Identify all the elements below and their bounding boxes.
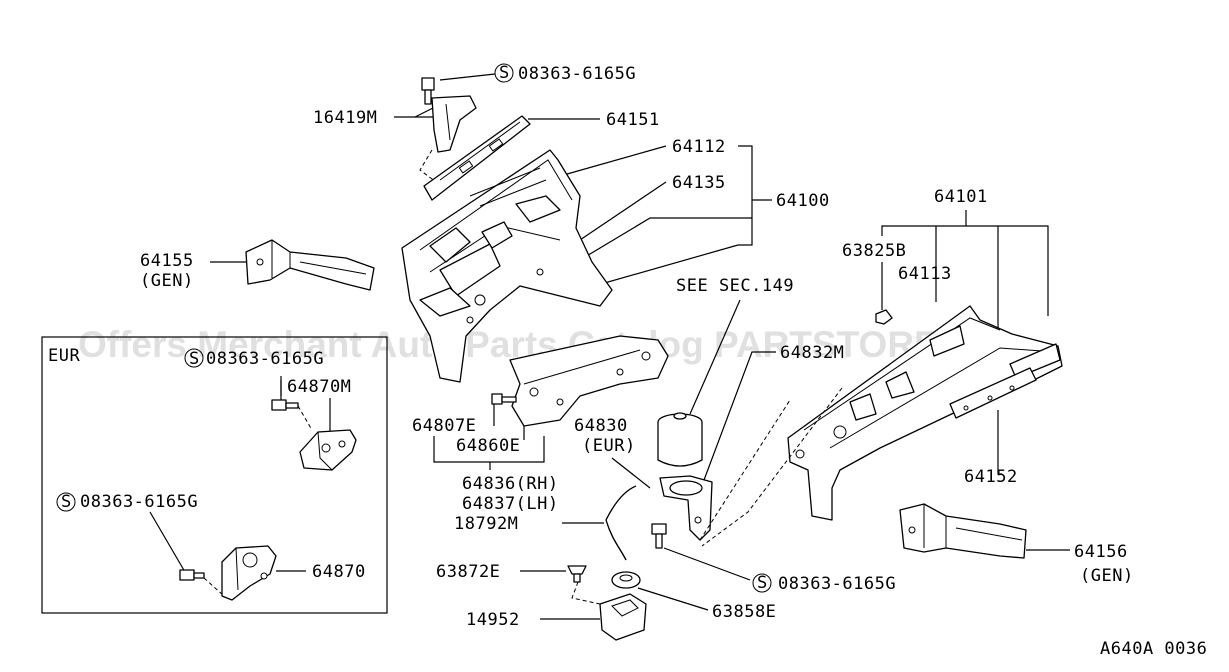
- inset-label: EUR: [48, 346, 80, 366]
- screw-symbol-letter: S: [499, 63, 510, 83]
- leader-line: [689, 299, 741, 415]
- bolt-part-icon: [651, 523, 667, 549]
- screw-symbol-letter: S: [757, 573, 768, 593]
- callout-64860e: 64860E: [456, 436, 520, 456]
- side-member-64101-icon: [787, 305, 1063, 521]
- callout-see-sec-149: SEE SEC.149: [676, 276, 794, 296]
- member-64155-icon: [245, 239, 375, 291]
- screw-symbol-icon: [494, 63, 514, 83]
- leader-line: [997, 410, 1002, 475]
- callout-64830: 64830: [574, 416, 628, 436]
- callout-64155-gen: (GEN): [140, 271, 194, 291]
- leader-line: [573, 181, 667, 245]
- callout-64152: 64152: [964, 467, 1018, 487]
- dashed-guide: [701, 387, 843, 547]
- callout-64836: 64836(RH): [462, 474, 559, 494]
- bracket-16419m-icon: [431, 95, 477, 153]
- screw-symbol-icon: [184, 348, 204, 368]
- bracket-64870m-icon: [299, 429, 357, 471]
- callout-64113: 64113: [898, 264, 952, 284]
- callout-64155: 64155: [140, 251, 194, 271]
- inset-border: [41, 336, 388, 614]
- leader-line: [637, 587, 709, 611]
- part-14952-icon: [599, 593, 647, 641]
- bracket-line: [433, 404, 545, 470]
- reinforcement-64152-icon: [949, 367, 1037, 419]
- canister-bracket-icon: [659, 475, 713, 541]
- dashed-guide: [419, 149, 437, 183]
- dashed-guide: [571, 581, 601, 605]
- callout-64830-eur: (EUR): [582, 436, 636, 456]
- bolt-part-icon: [491, 393, 517, 405]
- eur-inset: EUR S 08363-6165G 64870M S 08363-6165G: [41, 336, 388, 614]
- dashed-guide: [297, 405, 313, 431]
- leader-line: [149, 511, 186, 573]
- bracket-line: [738, 145, 772, 246]
- screw-symbol-icon: [56, 492, 76, 512]
- callout-64870: 64870: [312, 562, 366, 582]
- callout-63858e: 63858E: [712, 602, 776, 622]
- canister-icon: [657, 412, 703, 467]
- callout-64135: 64135: [672, 173, 726, 193]
- callout-64832m: 64832M: [780, 343, 844, 363]
- leader-line: [559, 145, 667, 177]
- callout-63825b: 63825B: [842, 241, 906, 261]
- radiator-support-panel-icon: [509, 335, 669, 427]
- callout-14952: 14952: [466, 610, 520, 630]
- bolt-part-icon: [271, 399, 299, 411]
- callout-64156-gen: (GEN): [1080, 566, 1134, 586]
- callout-inset-bolt-2: 08363-6165G: [80, 492, 198, 512]
- callout-64101: 64101: [934, 187, 988, 207]
- callout-18792m: 18792M: [454, 514, 518, 534]
- leader-line: [394, 107, 440, 118]
- leader-line: [663, 547, 751, 581]
- hose-18792m-icon: [605, 485, 637, 521]
- front-apron-64100-icon: [401, 149, 613, 383]
- member-64156-icon: [899, 503, 1027, 559]
- screw-symbol-letter: S: [61, 492, 72, 512]
- callout-16419m: 16419M: [313, 108, 377, 128]
- grommet-63858e-icon: [611, 571, 641, 589]
- bracket-64870-icon: [221, 545, 277, 601]
- hose-inner: [605, 485, 637, 521]
- callout-bolt-top: 08363-6165G: [518, 64, 636, 84]
- hood-ledge-64151-icon: [423, 115, 531, 201]
- callout-64112: 64112: [672, 137, 726, 157]
- bracket-line: [881, 210, 1049, 370]
- leader-line: [579, 217, 752, 261]
- callout-inset-bolt-1: 08363-6165G: [206, 349, 324, 369]
- screw-symbol-letter: S: [189, 349, 200, 369]
- callout-64151: 64151: [606, 110, 660, 130]
- footer-code: A640A 0036: [1100, 639, 1207, 659]
- leader-line: [703, 351, 776, 481]
- leader-line: [439, 73, 496, 81]
- callout-64156: 64156: [1074, 542, 1128, 562]
- callout-63872e: 63872E: [436, 562, 500, 582]
- callout-64807e: 64807E: [412, 416, 476, 436]
- callout-64100: 64100: [776, 191, 830, 211]
- dashed-guide: [203, 577, 225, 597]
- hose-inner: [605, 519, 627, 561]
- clip-63872e-icon: [567, 565, 587, 583]
- bolt-top-icon: [421, 77, 435, 105]
- leader-line: [611, 457, 651, 489]
- callout-64870m: 64870M: [287, 377, 351, 397]
- nut-63825b-icon: [875, 309, 893, 325]
- callout-64837: 64837(LH): [462, 494, 559, 514]
- callout-bolt-bottom: 08363-6165G: [778, 574, 896, 594]
- bolt-part-icon: [179, 569, 205, 581]
- dashed-guide: [699, 399, 791, 541]
- screw-symbol-icon: [752, 573, 772, 593]
